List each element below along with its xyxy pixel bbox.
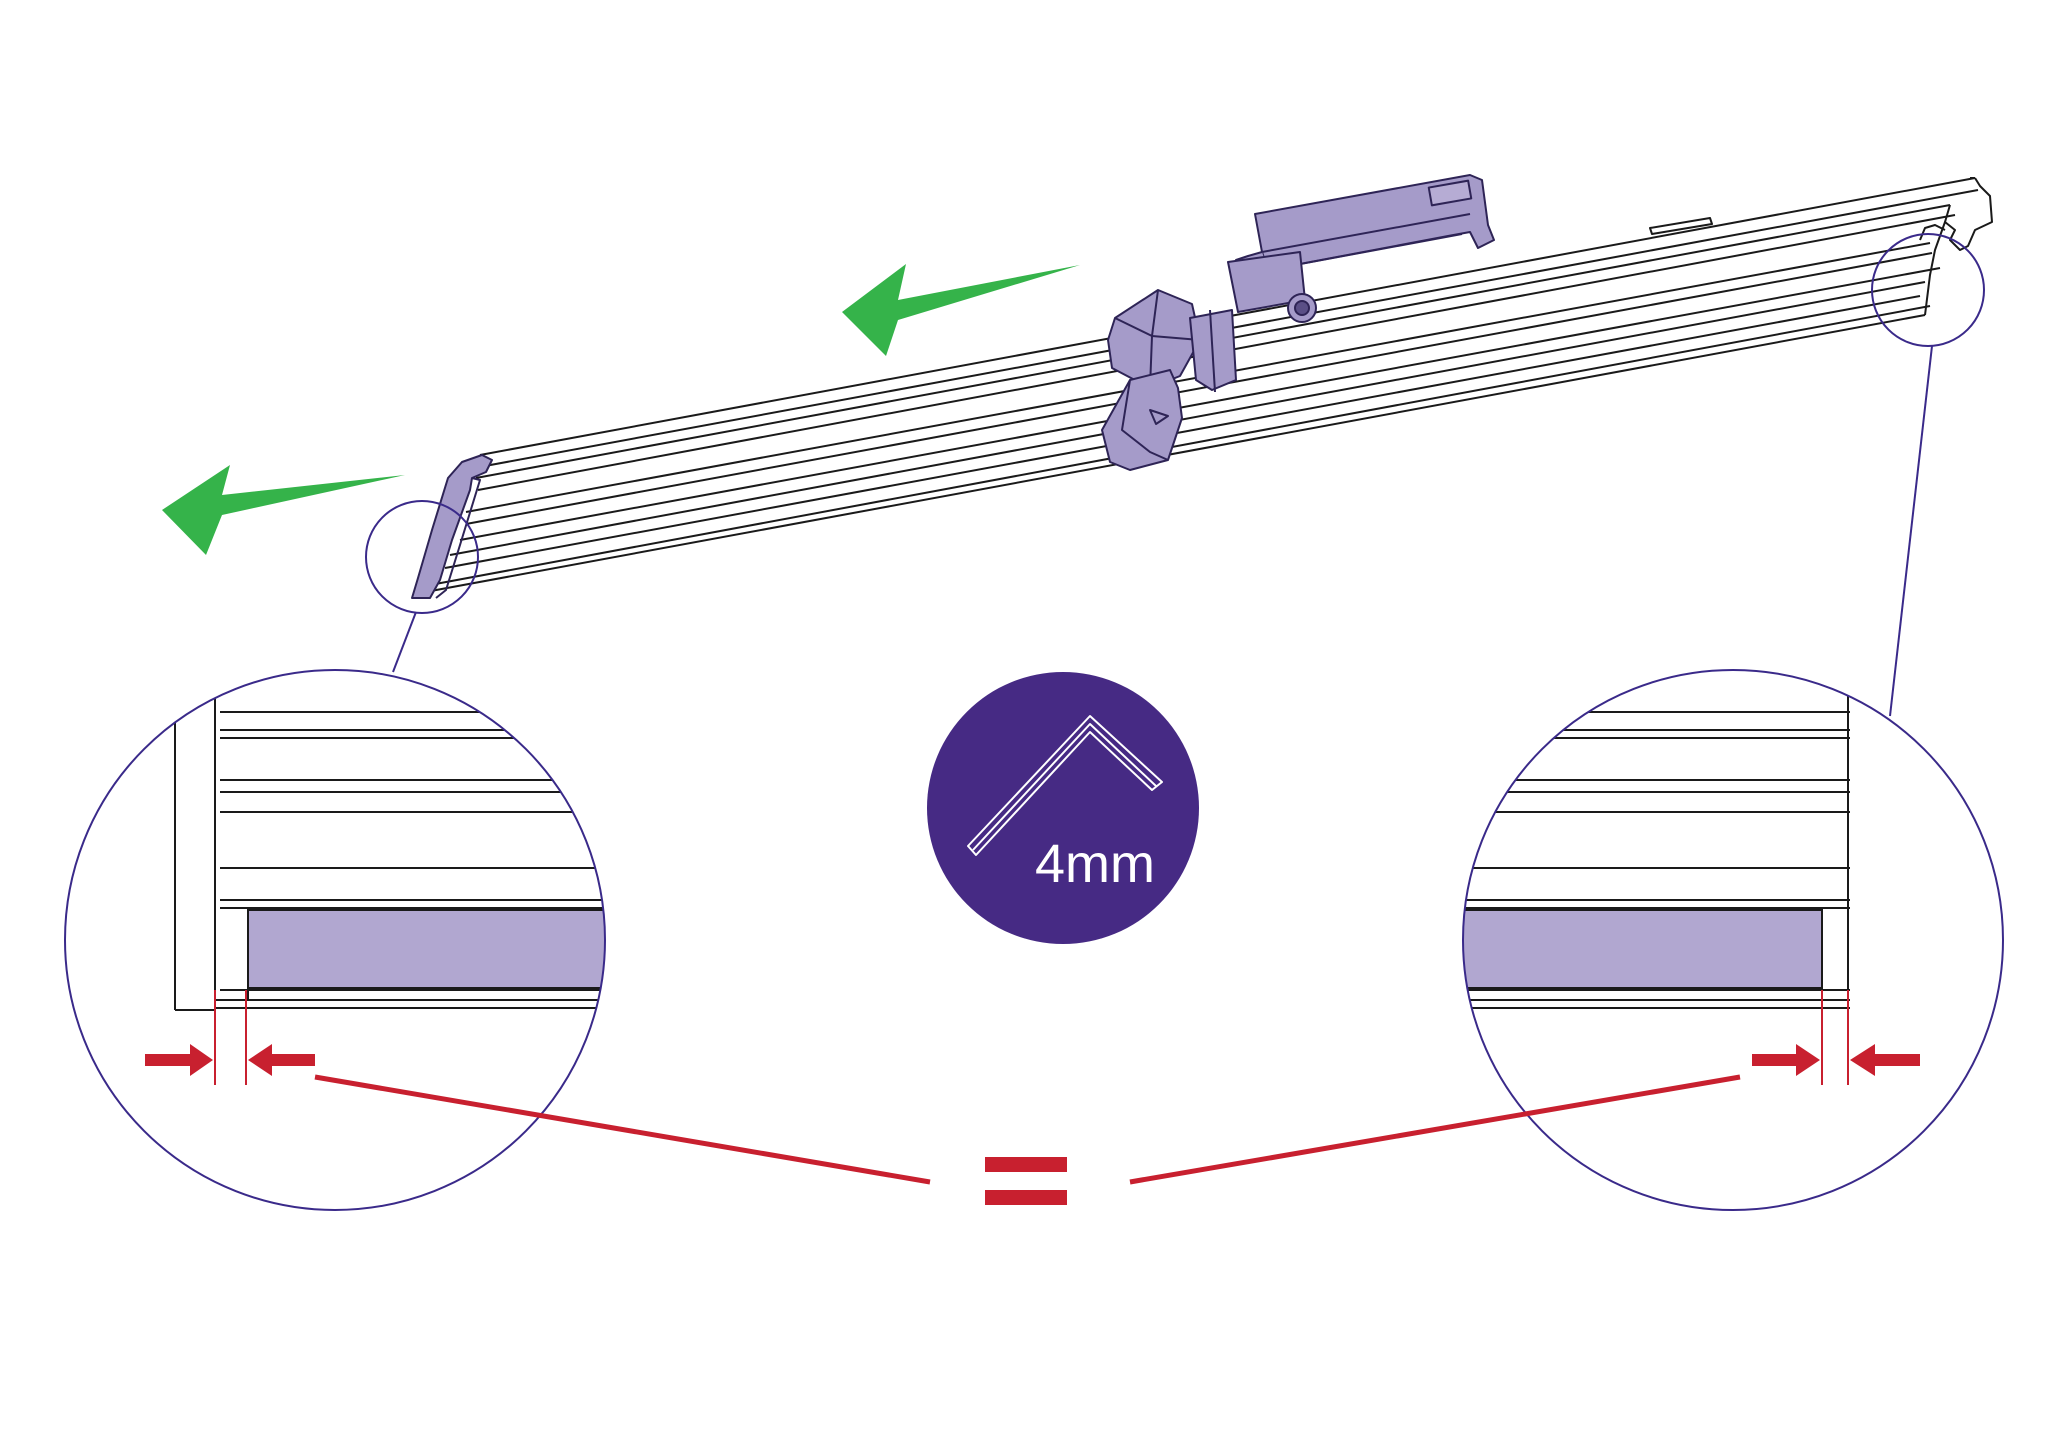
gap-arrow-left-inner <box>248 1044 315 1076</box>
gap-arrow-right-outer <box>1752 1044 1820 1076</box>
tool-size-label: 4mm <box>1035 834 1155 894</box>
slide-direction-arrow-lower <box>162 465 405 555</box>
tool-badge: 4mm <box>927 672 1199 944</box>
allen-key-icon <box>967 715 1163 856</box>
callout-marker-right <box>1871 233 1985 717</box>
slide-direction-arrow-upper <box>842 264 1080 356</box>
gap-arrow-right-inner <box>1850 1044 1920 1076</box>
callout-marker-left <box>365 500 479 673</box>
left-end-cap <box>411 454 493 599</box>
detail-view-left <box>64 669 606 1211</box>
gap-measure-left <box>145 990 315 1085</box>
detail-view-right <box>1462 669 2004 1211</box>
equal-gap-connector <box>314 1074 1741 1185</box>
gap-measure-right <box>1752 990 1920 1085</box>
equal-sign <box>985 1157 1067 1205</box>
gap-arrow-left-outer <box>145 1044 213 1076</box>
rail-carrier <box>1101 174 1495 471</box>
